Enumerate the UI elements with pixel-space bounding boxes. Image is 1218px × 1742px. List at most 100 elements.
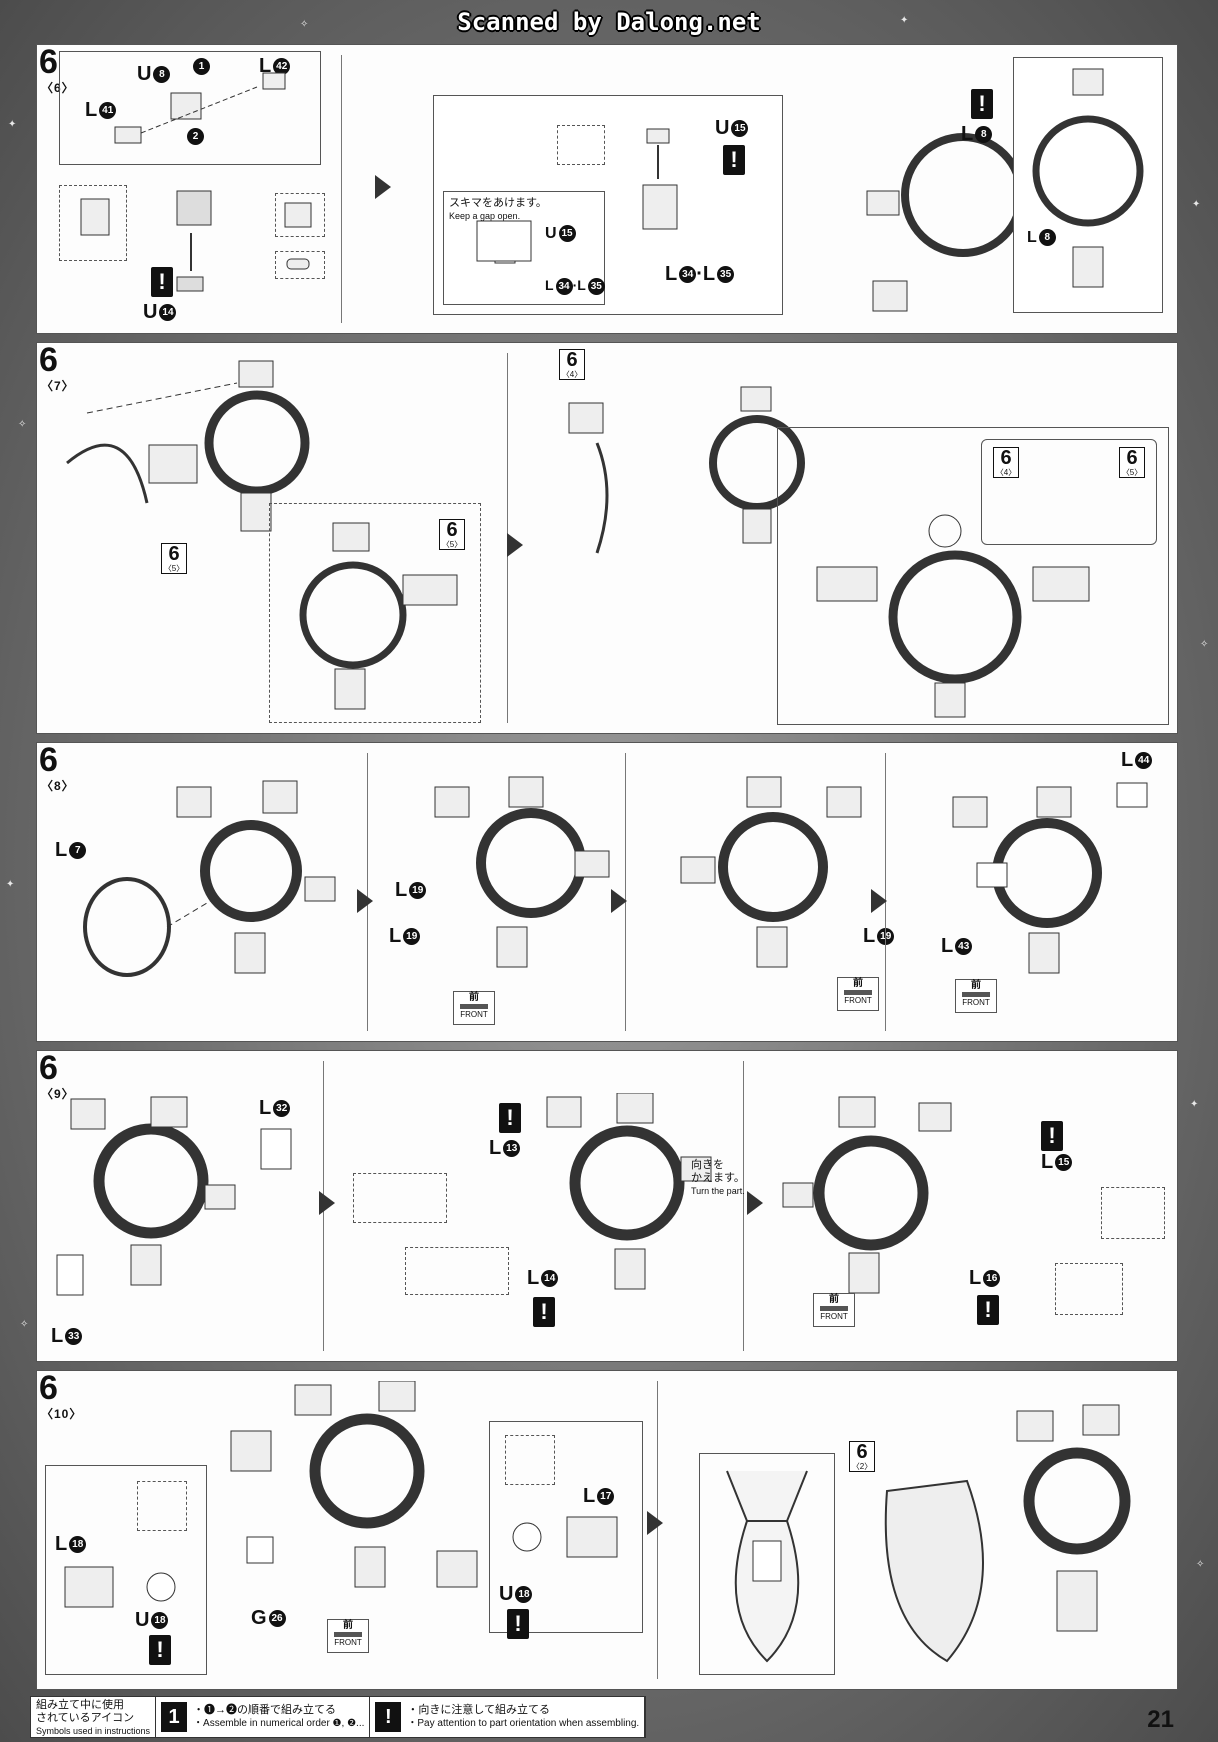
detail-box [353,1173,447,1223]
attention-mark: ! [151,267,173,297]
order-mark-2: 2 [185,127,204,145]
step-number: 6 [39,741,58,779]
detail-box-b [275,193,325,237]
two-side-assembly-illustration [568,386,805,554]
attention-mark: ! [149,1635,171,1665]
gap-note-box [443,191,605,305]
detail-box [489,1421,643,1633]
attention-mark: ! [499,1103,521,1133]
hinge-parts-illustration [114,72,286,144]
detail-box-c [275,251,325,279]
ring-turned-illustration [782,1096,952,1294]
ring-insert-illustration [83,780,336,977]
attention-mark: ! [723,145,745,175]
step-number: 6 [39,341,58,379]
substep-number: 〈8〉 [41,779,75,793]
order-icon: 1 [161,1702,188,1732]
detail-box [699,1453,835,1675]
substep-number: 〈6〉 [41,81,75,95]
ring-reverse-illustration [680,776,862,968]
legend-attention: ! ・向きに注意して組み立てる・Pay attention to part or… [370,1697,646,1737]
next-arrow [611,889,627,913]
ring-shoulder-illustration [230,1381,478,1588]
detail-box [1101,1187,1165,1239]
ring-frame-illustration [866,133,1025,312]
detail-box-large [777,427,1169,725]
legend-order: 1 ・❶→❷の順番で組み立てる・Assemble in numerical or… [156,1697,371,1737]
wing-ring-illustration [66,360,310,532]
divider [341,55,342,323]
ref-step-6-5: 6〈5〉 [161,543,187,574]
attention-mark: ! [977,1295,999,1325]
next-arrow [319,1191,335,1215]
step-number: 6 [39,1049,58,1087]
joint-assembly-illustration [80,190,312,292]
ref-step-6-2: 6〈2〉 [849,1441,875,1472]
gap-note: スキマをあけます。Keep a gap open. [449,197,547,221]
page-number: 21 [1147,1706,1174,1733]
ring-detail-illustration [1032,68,1144,288]
detail-box [45,1465,207,1675]
ring-side-illustration [56,1096,292,1296]
final-assembly-illustration [884,1404,1131,1663]
ref-step-6-5: 6〈5〉 [1119,447,1145,478]
attention-mark: ! [971,89,993,119]
next-arrow [507,533,523,557]
ring-hooks-illustration [434,776,610,968]
ref-step-6-5: 6〈5〉 [439,519,465,550]
detail-box [269,503,481,723]
callout-box [59,51,321,165]
backpack-cover-illustration [726,1470,808,1663]
turn-part-note: 向きをかえます。Turn the part. [691,1159,745,1196]
full-ring-assembly-illustration [816,514,1090,718]
attention-mark: ! [507,1609,529,1639]
ref-step-6-4: 6〈4〉 [993,447,1019,478]
ring-joints-illustration [546,1093,712,1290]
ring-with-arm-illustration [299,522,458,710]
attention-mark: ! [533,1297,555,1327]
substep-number: 〈7〉 [41,379,75,393]
step-number: 6 [39,1369,58,1407]
detail-box [405,1247,509,1295]
detail-box-d [557,125,605,165]
next-arrow [871,889,887,913]
detail-box [1055,1263,1123,1315]
zoom-detail-box [981,439,1157,545]
step-6-7-panel: 6 〈7〉 6〈5〉 6〈5〉 6〈4〉 6〈4〉 6〈5〉 [36,342,1178,734]
detail-box [137,1481,187,1531]
next-arrow [747,1191,763,1215]
next-arrow [357,889,373,913]
shoulder-joint-illustration-b [512,1516,618,1558]
scan-credit: Scanned by Dalong.net [457,8,761,36]
next-arrow [375,175,391,199]
